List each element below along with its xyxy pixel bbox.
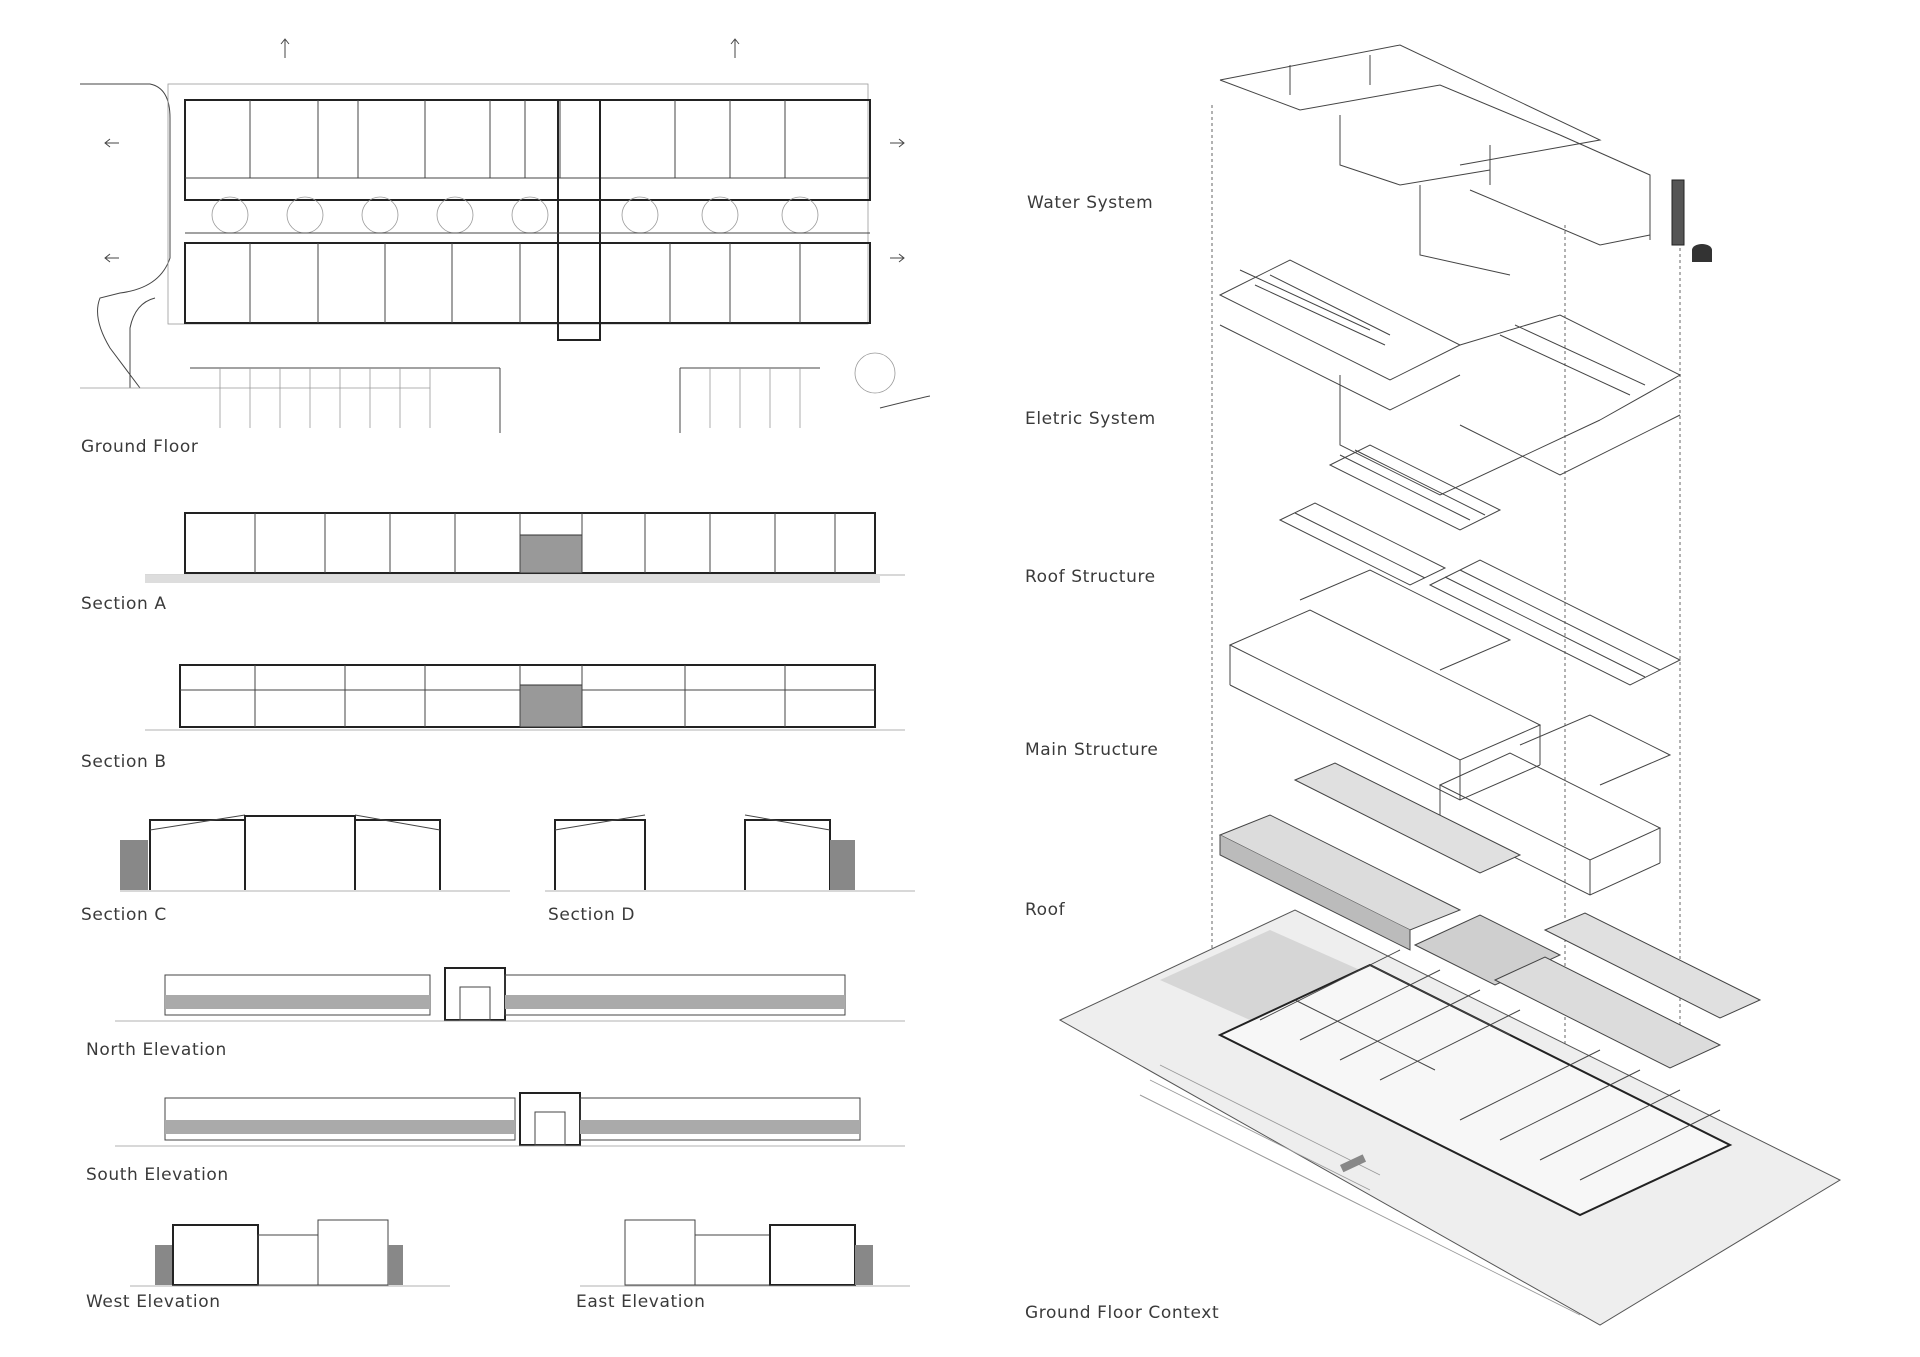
label-section-b: Section B xyxy=(81,752,167,772)
south-elevation-drawing xyxy=(115,1090,905,1155)
west-elevation-drawing xyxy=(130,1215,450,1290)
ground-floor-plan xyxy=(80,28,930,433)
label-roof-structure: Roof Structure xyxy=(1025,567,1156,587)
label-north-elevation: North Elevation xyxy=(86,1040,227,1060)
north-elevation-drawing xyxy=(115,965,905,1030)
section-b-drawing xyxy=(145,645,905,735)
label-electric-system: Eletric System xyxy=(1025,409,1156,429)
ground-floor-context-layer xyxy=(1058,909,1842,1326)
water-system-layer xyxy=(1219,44,1651,276)
label-main-structure: Main Structure xyxy=(1025,740,1159,760)
electric-system-layer xyxy=(1218,259,1682,496)
label-east-elevation: East Elevation xyxy=(576,1292,706,1312)
exploded-axonometric xyxy=(1040,25,1920,1355)
section-a-drawing xyxy=(145,495,905,585)
section-d-drawing xyxy=(545,810,915,895)
roof-layer xyxy=(1218,762,1762,1069)
label-south-elevation: South Elevation xyxy=(86,1165,229,1185)
label-west-elevation: West Elevation xyxy=(86,1292,221,1312)
label-section-d: Section D xyxy=(548,905,636,925)
label-ground-floor: Ground Floor xyxy=(81,437,199,457)
section-c-drawing xyxy=(120,810,510,895)
east-elevation-drawing xyxy=(580,1215,910,1290)
label-roof: Roof xyxy=(1025,900,1066,920)
label-ground-floor-context: Ground Floor Context xyxy=(1025,1303,1220,1323)
label-section-c: Section C xyxy=(81,905,167,925)
label-water-system: Water System xyxy=(1027,193,1154,213)
label-section-a: Section A xyxy=(81,594,167,614)
roof-structure-layer xyxy=(1278,444,1682,686)
